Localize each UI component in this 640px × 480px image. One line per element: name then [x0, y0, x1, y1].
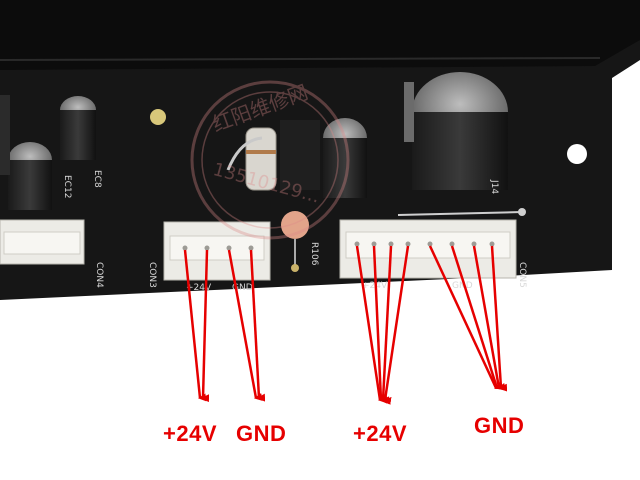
silk-con3: CON3: [147, 262, 157, 288]
label-con3-gnd: GND: [236, 421, 287, 446]
silk-j14: J14: [489, 179, 499, 194]
capacitor-ec8: [60, 96, 96, 160]
arrows-con5-gnd: [428, 245, 508, 392]
arrows-con3-24v: [183, 249, 210, 403]
ceramic-capacitor: [281, 211, 309, 239]
silk-con3-24v: +24V: [186, 283, 212, 293]
arrows-con5-24v: [355, 245, 410, 405]
label-con5-24v: +24V: [353, 421, 407, 446]
silk-ec8: EC8: [92, 170, 102, 188]
silk-r106: R106: [309, 242, 319, 266]
silk-con5-gnd: GND: [452, 281, 473, 291]
capacitor-ec12: [8, 142, 52, 210]
capacitor-middle: [323, 118, 367, 198]
silk-con4: CON4: [94, 262, 104, 288]
heatsink: [0, 0, 640, 70]
label-con5-gnd: GND: [474, 413, 525, 438]
connector-con4: [0, 219, 85, 265]
resistor: [245, 127, 277, 191]
arrows-con3-gnd: [227, 249, 266, 402]
silk-ec12: EC12: [62, 175, 72, 198]
mounting-hole: [567, 144, 587, 164]
connector-con5: [339, 219, 517, 279]
silk-con3-gnd: GND: [232, 283, 253, 293]
label-con3-24v: +24V: [163, 421, 217, 446]
silk-con5: CON5: [517, 262, 527, 288]
connector-con3: [163, 221, 271, 281]
capacitor-large: [412, 72, 508, 190]
